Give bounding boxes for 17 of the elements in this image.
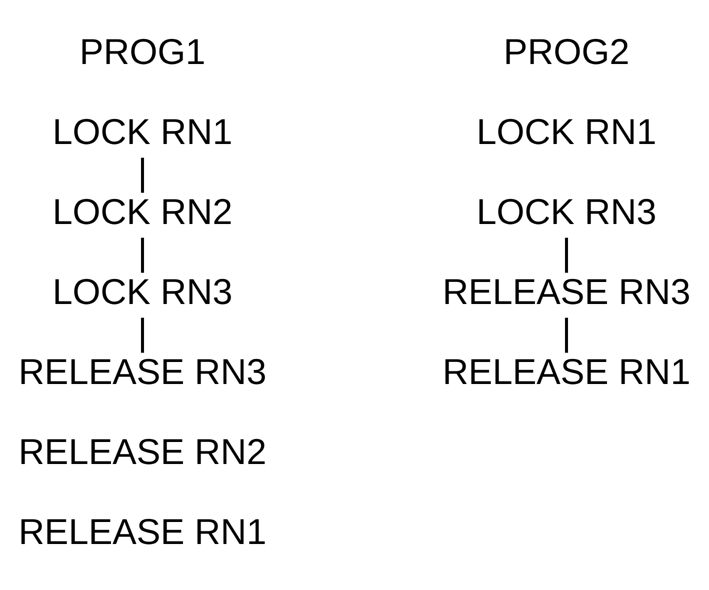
node-text: RELEASE RN3 xyxy=(18,350,267,392)
connector xyxy=(141,158,144,193)
label: RELEASE RN1 xyxy=(18,510,267,552)
node-text: LOCK RN1 xyxy=(52,110,233,152)
label: PROG1 xyxy=(79,30,206,72)
label: LOCK RN1 xyxy=(476,110,657,152)
node-text: RELEASE RN1 xyxy=(442,350,691,392)
node-text: LOCK RN3 xyxy=(52,270,233,312)
connector xyxy=(565,238,568,273)
node-text: LOCK RN3 xyxy=(476,190,657,232)
label: RELEASE RN2 xyxy=(18,430,267,472)
node-text: LOCK RN2 xyxy=(52,190,233,232)
label: PROG2 xyxy=(503,30,630,72)
node-text: RELEASE RN3 xyxy=(442,270,691,312)
connector xyxy=(141,238,144,273)
connector xyxy=(141,318,144,353)
connector xyxy=(565,318,568,353)
